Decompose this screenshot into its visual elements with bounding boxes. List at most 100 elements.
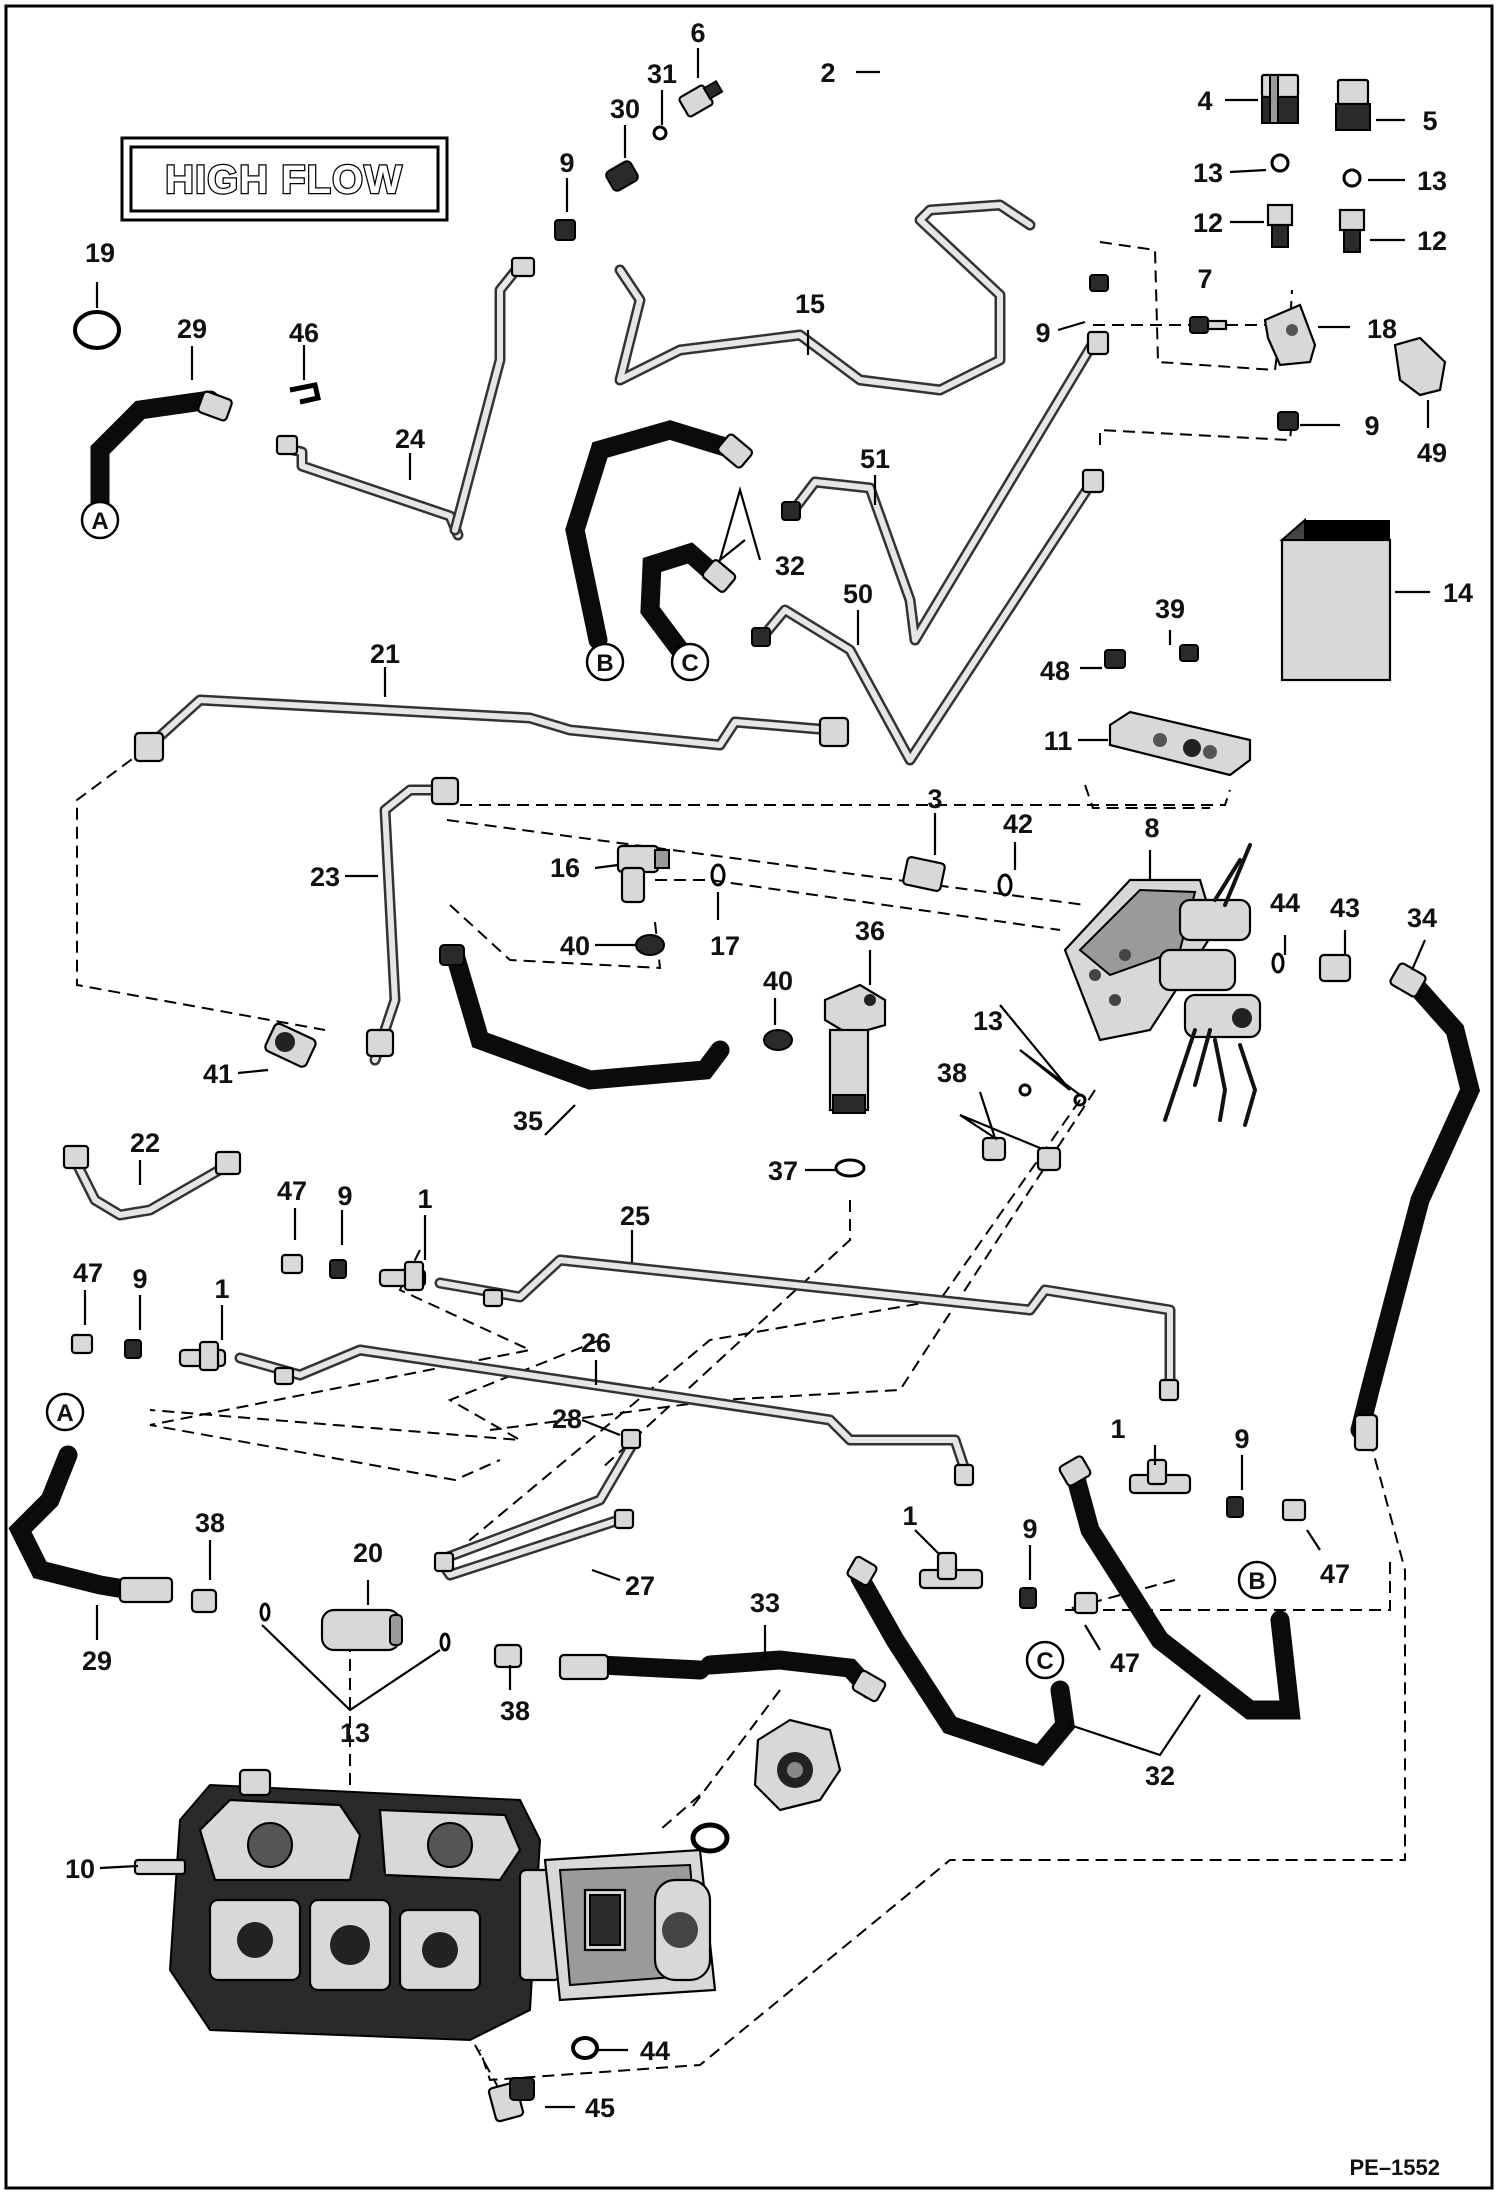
oring-13-a	[1270, 153, 1290, 173]
callout-48: 48	[1040, 656, 1070, 686]
callout-20: 20	[353, 1538, 383, 1568]
callout-44-pump: 44	[640, 2036, 670, 2066]
nut-22-right	[214, 1150, 242, 1176]
callout-35: 35	[513, 1106, 543, 1136]
callout-numbers: 6 31 30 9 2 4 13 12 5 13 12 7 18 9 9 49 …	[65, 18, 1473, 2123]
callout-8: 8	[1144, 813, 1159, 843]
callout-29-bottom: 29	[82, 1646, 112, 1676]
hose-29-end	[118, 1576, 174, 1604]
callout-40-b: 40	[763, 966, 793, 996]
hose-34-end	[1353, 1413, 1379, 1452]
tube-51-nut	[781, 501, 801, 521]
hose-29-fitting	[197, 390, 233, 422]
connector-circles: A B C A B C	[45, 500, 1277, 1680]
cap-47-a	[280, 1253, 304, 1275]
callout-1-b: 1	[214, 1274, 229, 1304]
hoses	[8, 390, 1481, 1767]
callout-32-bottom: 32	[1145, 1761, 1175, 1791]
callout-44-valve: 44	[1270, 888, 1300, 918]
nut-22-top	[62, 1144, 90, 1170]
valve-block-8	[1063, 843, 1262, 1127]
pump-10	[133, 1768, 717, 2042]
oring-13-left	[259, 1602, 271, 1622]
fitting-33-elbow	[851, 1669, 887, 1703]
connector-b-bottom	[1237, 1560, 1277, 1600]
callout-21: 21	[370, 639, 400, 669]
figure-id: PE–1552	[1349, 2155, 1440, 2180]
callout-9-f: 9	[1234, 1424, 1249, 1454]
filter-20	[320, 1608, 403, 1652]
fitting-34	[1389, 962, 1427, 998]
connector-a-bottom	[45, 1392, 85, 1432]
callout-9-d: 9	[337, 1181, 352, 1211]
bolt-39	[1179, 644, 1199, 662]
callout-2: 2	[820, 58, 835, 88]
fitting-6	[678, 79, 724, 118]
callout-19: 19	[85, 238, 115, 268]
fitting-3	[902, 855, 946, 893]
callout-14: 14	[1443, 578, 1473, 608]
nut-23-top	[430, 776, 460, 806]
nut-23-bottom	[365, 1028, 395, 1058]
callout-50: 50	[843, 579, 873, 609]
fitting-c-hose	[846, 1555, 878, 1587]
callout-51: 51	[860, 444, 890, 474]
clamp-40-a	[635, 934, 665, 956]
connector-b-top	[585, 642, 625, 682]
nut-9-right	[1226, 1496, 1244, 1518]
callout-29-top: 29	[177, 314, 207, 344]
nut-tube-51-top	[1086, 330, 1110, 356]
fitting-b-hose	[1058, 1455, 1092, 1487]
callout-31: 31	[647, 59, 677, 89]
nut-26-left	[273, 1366, 295, 1386]
callout-24: 24	[395, 424, 425, 454]
oring-31	[652, 125, 668, 141]
connector-c-top-label: C	[681, 650, 698, 677]
nut-9-tube	[510, 256, 536, 278]
callout-11: 11	[1044, 726, 1073, 756]
callout-47-b: 47	[73, 1258, 103, 1288]
callout-37: 37	[768, 1156, 798, 1186]
fitting-38-a	[981, 1136, 1007, 1162]
mount-plate-11	[1108, 710, 1252, 777]
oring-44-pump	[571, 2036, 599, 2060]
callout-12-a: 12	[1193, 208, 1223, 238]
callout-4: 4	[1197, 86, 1212, 116]
callout-45: 45	[585, 2093, 615, 2123]
callout-42: 42	[1003, 809, 1033, 839]
union-41	[264, 1022, 317, 1068]
coupler-4	[1260, 73, 1300, 124]
oring-13-c1	[1018, 1083, 1032, 1097]
callout-38-valve: 38	[937, 1058, 967, 1088]
callout-47-c: 47	[1320, 1559, 1350, 1589]
hose-33-end	[558, 1653, 610, 1681]
hose-35-end	[439, 944, 465, 966]
callout-9-b: 9	[1035, 318, 1050, 348]
cap-47-right	[1281, 1498, 1307, 1522]
callout-6: 6	[690, 18, 705, 48]
elbow-45	[487, 2077, 535, 2123]
oring-13-b	[1342, 168, 1362, 188]
tee-36	[823, 983, 887, 1114]
nut-9-row1	[329, 1259, 347, 1279]
callout-13-a: 13	[1193, 158, 1223, 188]
parts	[62, 73, 1447, 2123]
callout-40-a: 40	[560, 931, 590, 961]
pump-inlet	[753, 1718, 842, 1812]
page-border	[4, 4, 1494, 2190]
tube-50-nut	[751, 627, 771, 647]
title-box: HIGH FLOW	[120, 136, 449, 222]
callout-10: 10	[65, 1854, 95, 1884]
manual-case-14	[1279, 517, 1392, 682]
tee-1-center	[918, 1551, 984, 1590]
clip-46	[289, 382, 322, 405]
oring-44-valve	[1271, 952, 1285, 974]
nut-28	[620, 1428, 642, 1450]
callout-3: 3	[927, 784, 942, 814]
tee-1-row1	[378, 1260, 427, 1292]
callout-13-bottom: 13	[340, 1718, 370, 1748]
connector-c-top	[670, 642, 710, 682]
callout-27: 27	[625, 1571, 655, 1601]
bolt-48	[1104, 649, 1126, 669]
